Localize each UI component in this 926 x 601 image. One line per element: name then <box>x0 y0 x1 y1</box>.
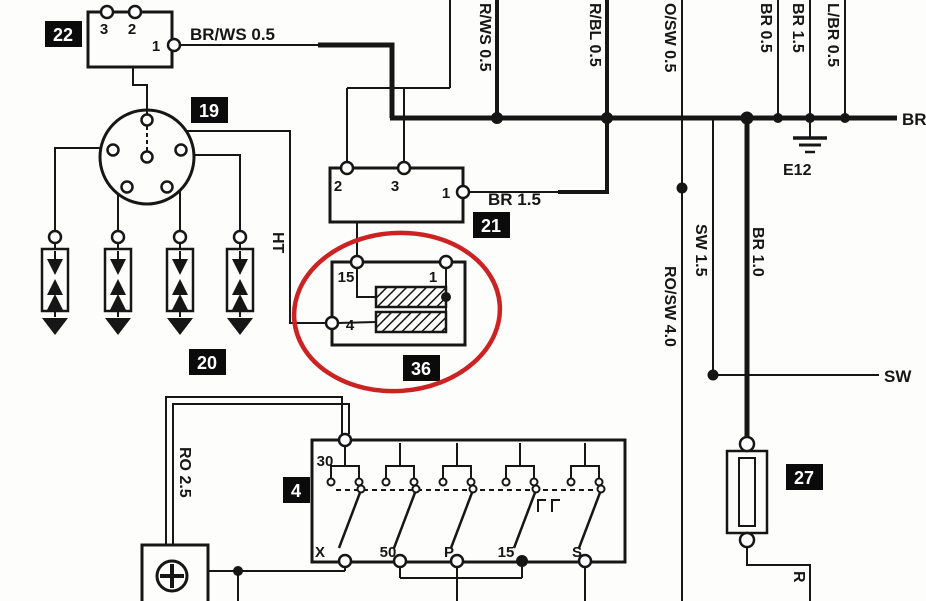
wire-ro25-b <box>172 403 350 545</box>
wire-labels-horizontal: BR/WS 0.5 BR 1.5 BR SW E12 <box>190 25 926 386</box>
plate-36: 36 <box>411 359 431 379</box>
component-number-plates: 22 19 21 20 36 4 27 <box>45 21 823 503</box>
label-ro-sw40: RO/SW 4.0 <box>661 266 678 347</box>
c22-terminal-3: 3 <box>100 21 108 38</box>
spark-plugs <box>40 243 255 335</box>
wire-fuse-out <box>746 547 811 601</box>
label-top-br-bl: R/BL 0.5 <box>586 3 603 67</box>
junction-dots <box>233 111 850 576</box>
switch-contact-points <box>326 477 606 494</box>
ignition-switch-box <box>310 438 627 564</box>
label-top-bl-br: L/BR 0.5 <box>824 3 841 67</box>
label-top-br05: BR 0.5 <box>757 3 774 53</box>
coil-terminal-15: 15 <box>338 269 355 286</box>
fuse-element <box>738 457 756 527</box>
switch-terminal-p: P <box>444 544 454 561</box>
distributor-body <box>98 108 196 206</box>
label-br-ws: BR/WS 0.5 <box>190 25 275 44</box>
coil-terminal-1: 1 <box>429 269 437 286</box>
ignition-switch <box>310 438 627 564</box>
spark-plug <box>40 243 70 335</box>
terminal-labels: 3 2 1 2 3 1 15 1 4 30 X 50 P 15 S <box>100 21 582 561</box>
wire-ro25-a <box>165 396 343 545</box>
c22-terminal-2: 2 <box>128 21 136 38</box>
ground-symbol <box>42 318 68 335</box>
fuse-27 <box>725 449 769 535</box>
ground-symbol <box>227 318 253 335</box>
label-sw: SW <box>884 367 912 386</box>
fuse-outer <box>725 449 769 535</box>
ground-symbol <box>105 318 131 335</box>
ignition-coil <box>330 260 467 347</box>
plate-20: 20 <box>197 353 217 373</box>
label-ht: HT <box>269 232 286 254</box>
wire-plug1 <box>54 147 101 231</box>
wire-coil-15-int <box>356 268 376 298</box>
terminal-circles <box>47 4 756 569</box>
plate-19: 19 <box>199 101 219 121</box>
battery-box <box>140 543 210 601</box>
plus-terminal-icon <box>155 559 189 593</box>
coil-terminal-4: 4 <box>346 317 355 334</box>
ballast-resistor <box>374 285 448 309</box>
wire-labels-vertical: R/WS 0.5 R/BL 0.5 O/SW 0.5 BR 0.5 BR 1.5… <box>176 3 841 583</box>
distributor <box>98 108 196 206</box>
label-r-cut: R <box>790 571 807 583</box>
label-top-br15: BR 1.5 <box>789 3 806 53</box>
label-e12: E12 <box>783 162 812 179</box>
ground-symbol <box>167 318 193 335</box>
label-br: BR <box>902 110 926 129</box>
wire-br-ws-thick <box>318 42 395 118</box>
spark-plug <box>103 243 133 335</box>
label-sw15: SW 1.5 <box>692 224 709 277</box>
wire-plug4 <box>194 154 241 231</box>
switch-terminal-x: X <box>315 544 325 561</box>
label-ro25: RO 2.5 <box>176 447 193 498</box>
plate-27: 27 <box>794 468 814 488</box>
spark-plug <box>225 243 255 335</box>
coil-box <box>330 260 467 347</box>
wire-comp22-to-distributor <box>132 67 148 114</box>
c21-terminal-1: 1 <box>442 185 450 202</box>
c21-terminal-2: 2 <box>334 178 342 195</box>
wire-coil-4-int <box>337 321 377 324</box>
ballast-resistor <box>374 310 448 334</box>
switch-terminal-50: 50 <box>380 544 397 561</box>
thin-wires <box>54 0 879 601</box>
label-br10: BR 1.0 <box>749 227 766 277</box>
label-br15: BR 1.5 <box>488 190 541 209</box>
c22-terminal-1: 1 <box>152 38 160 55</box>
switch-contacts <box>330 443 603 549</box>
plate-4: 4 <box>291 481 301 501</box>
c21-terminal-3: 3 <box>391 178 399 195</box>
switch-terminal-15: 15 <box>498 544 515 561</box>
label-top-ro-sw: O/SW 0.5 <box>661 3 678 72</box>
switch-terminal-30: 30 <box>317 453 334 470</box>
wire-br15-vert <box>558 0 609 194</box>
plate-22: 22 <box>53 25 73 45</box>
label-top-br-ws: R/WS 0.5 <box>476 3 493 72</box>
spark-plug <box>165 243 195 335</box>
highlight-circle <box>291 230 503 394</box>
switch-terminal-s: S <box>572 544 582 561</box>
battery-positive <box>140 543 210 601</box>
wire-ht-lead <box>186 130 326 324</box>
ground-symbol-e12 <box>793 136 827 154</box>
plate-21: 21 <box>481 216 501 236</box>
